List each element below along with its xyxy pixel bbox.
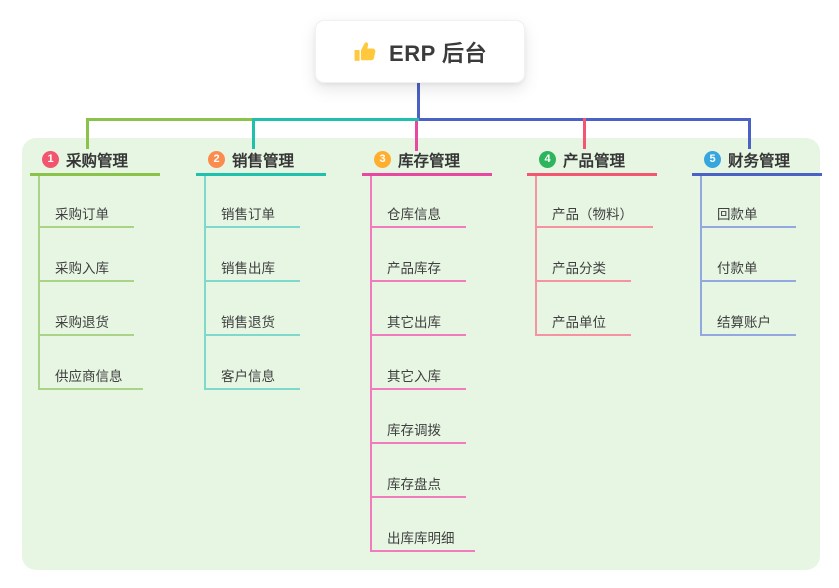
child-label: 产品单位 — [552, 314, 606, 330]
root-connector-line — [417, 82, 420, 120]
branch-procurement: 1 采购管理 采购订单 采购入库 采购退货 供应商信息 — [30, 146, 170, 390]
branch-number-badge: 1 — [42, 151, 59, 168]
child-label: 产品分类 — [552, 260, 606, 276]
branch-label: 销售管理 — [232, 152, 295, 170]
drop-line-product — [583, 118, 586, 149]
child-label: 产品库存 — [387, 260, 441, 276]
child-label: 采购订单 — [55, 206, 109, 222]
child-node-purchase-return[interactable]: 采购退货 — [38, 310, 134, 336]
child-node-other-inbound[interactable]: 其它入库 — [370, 364, 466, 390]
branch-spine-line — [535, 176, 537, 336]
branch-node-inventory[interactable]: 3 库存管理 — [362, 146, 492, 176]
child-label: 销售出库 — [221, 260, 275, 276]
child-label: 销售退货 — [221, 314, 275, 330]
child-label: 库存盘点 — [387, 476, 441, 492]
child-node-warehouse-info[interactable]: 仓库信息 — [370, 202, 466, 228]
branch-number-badge: 5 — [704, 151, 721, 168]
branch-label: 采购管理 — [66, 152, 129, 170]
child-label: 出库库明细 — [387, 530, 455, 546]
branch-label: 产品管理 — [563, 152, 626, 170]
branch-spine-line — [38, 176, 40, 390]
child-node-supplier-info[interactable]: 供应商信息 — [38, 364, 143, 390]
bus-segment-procurement — [87, 118, 254, 121]
branch-spine-line — [204, 176, 206, 390]
child-node-settlement-account[interactable]: 结算账户 — [700, 310, 796, 336]
child-node-purchase-inbound[interactable]: 采购入库 — [38, 256, 134, 282]
branches-background-panel — [22, 138, 820, 570]
child-label: 仓库信息 — [387, 206, 441, 222]
child-label: 回款单 — [717, 206, 758, 222]
branch-spine-line — [700, 176, 702, 336]
child-node-sales-order[interactable]: 销售订单 — [204, 202, 300, 228]
child-node-product-stock[interactable]: 产品库存 — [370, 256, 466, 282]
branch-number-badge: 2 — [208, 151, 225, 168]
child-label: 采购退货 — [55, 314, 109, 330]
child-node-product-unit[interactable]: 产品单位 — [535, 310, 631, 336]
branch-node-procurement[interactable]: 1 采购管理 — [30, 146, 160, 176]
branch-inventory: 3 库存管理 仓库信息 产品库存 其它出库 其它入库 库存调拨 库存盘点 出库库… — [362, 146, 502, 552]
child-node-sales-outbound[interactable]: 销售出库 — [204, 256, 300, 282]
thumbs-up-icon — [353, 39, 378, 64]
branch-product: 4 产品管理 产品（物料） 产品分类 产品单位 — [527, 146, 667, 336]
child-label: 付款单 — [717, 260, 758, 276]
branch-label: 财务管理 — [728, 152, 791, 170]
branch-node-finance[interactable]: 5 财务管理 — [692, 146, 822, 176]
child-label: 客户信息 — [221, 368, 275, 384]
child-label: 销售订单 — [221, 206, 275, 222]
branch-node-sales[interactable]: 2 销售管理 — [196, 146, 326, 176]
child-label: 产品（物料） — [552, 206, 633, 222]
drop-line-finance — [748, 118, 751, 149]
branch-spine-line — [370, 176, 372, 552]
child-node-payment-doc[interactable]: 付款单 — [700, 256, 796, 282]
child-node-sales-return[interactable]: 销售退货 — [204, 310, 300, 336]
branch-finance: 5 财务管理 回款单 付款单 结算账户 — [692, 146, 832, 336]
drop-line-procurement — [86, 118, 89, 149]
branch-number-badge: 3 — [374, 151, 391, 168]
child-node-product-category[interactable]: 产品分类 — [535, 256, 631, 282]
drop-line-inventory — [415, 121, 418, 151]
child-node-inout-detail[interactable]: 出库库明细 — [370, 526, 475, 552]
child-label: 其它入库 — [387, 368, 441, 384]
branch-number-badge: 4 — [539, 151, 556, 168]
child-node-customer-info[interactable]: 客户信息 — [204, 364, 300, 390]
branch-sales: 2 销售管理 销售订单 销售出库 销售退货 客户信息 — [196, 146, 336, 390]
bus-segment-sales — [253, 118, 419, 121]
drop-line-sales — [252, 118, 255, 149]
root-node-label: ERP 后台 — [389, 40, 487, 66]
child-node-stock-transfer[interactable]: 库存调拨 — [370, 418, 466, 444]
branch-node-product[interactable]: 4 产品管理 — [527, 146, 657, 176]
child-label: 结算账户 — [717, 314, 771, 330]
child-node-product-material[interactable]: 产品（物料） — [535, 202, 653, 228]
child-label: 采购入库 — [55, 260, 109, 276]
branch-label: 库存管理 — [398, 152, 461, 170]
child-node-purchase-order[interactable]: 采购订单 — [38, 202, 134, 228]
child-label: 供应商信息 — [55, 368, 123, 384]
child-label: 其它出库 — [387, 314, 441, 330]
child-node-other-outbound[interactable]: 其它出库 — [370, 310, 466, 336]
root-node-erp-backend[interactable]: ERP 后台 — [315, 20, 525, 83]
child-node-stock-count[interactable]: 库存盘点 — [370, 472, 466, 498]
child-node-receipt-doc[interactable]: 回款单 — [700, 202, 796, 228]
child-label: 库存调拨 — [387, 422, 441, 438]
